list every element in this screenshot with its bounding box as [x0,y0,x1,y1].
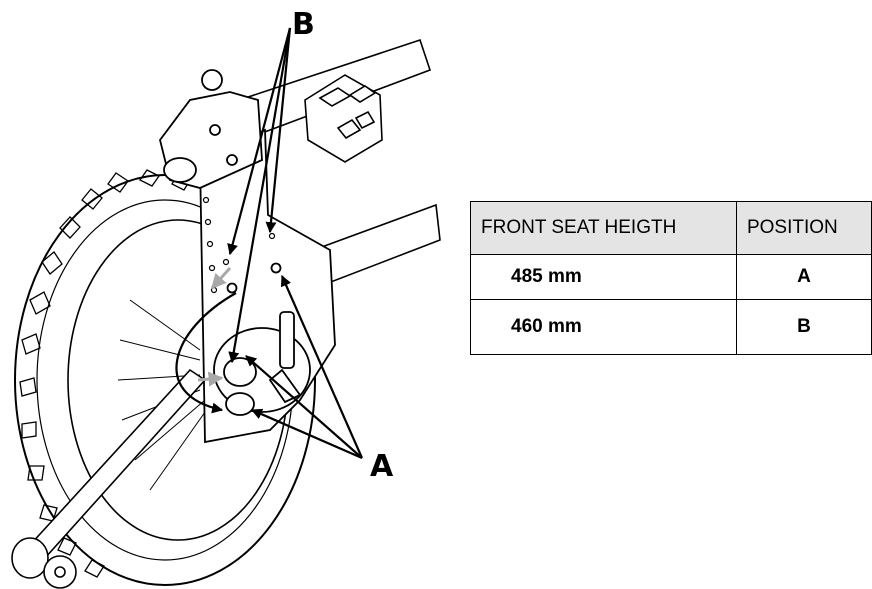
header-position: POSITION [735,201,872,255]
callout-label-a: A [370,449,394,484]
seat-height-table: FRONT SEAT HEIGTH POSITION 485 mm A 460 … [470,201,872,355]
table-row: 485 mm A [470,254,872,300]
callout-arrows-a [175,274,364,460]
anti-tip-arm [11,368,207,589]
callout-arrows-b [227,27,292,364]
gray-direction-arrows [197,266,232,387]
footrest-clamp [304,74,383,163]
header-front-seat-height: FRONT SEAT HEIGTH [470,201,737,255]
cell-height: 485 mm [470,254,737,300]
cell-height: 460 mm [470,299,737,355]
callout-label-b: B [292,7,315,42]
table-row: 460 mm B [470,299,872,355]
table-header-row: FRONT SEAT HEIGTH POSITION [470,201,872,255]
cell-position: A [735,254,872,300]
cell-position: B [735,299,872,355]
